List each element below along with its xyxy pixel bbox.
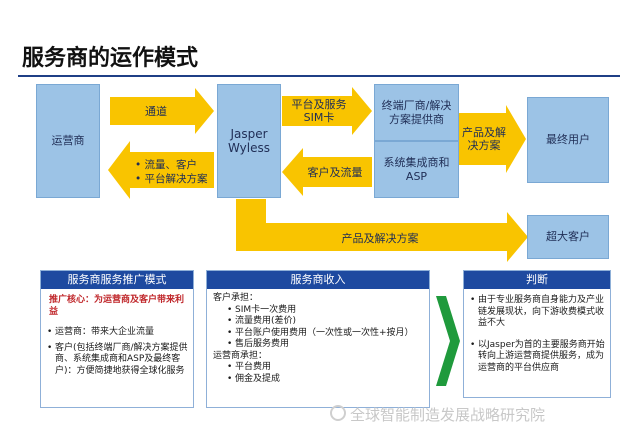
income-operator-label: 运营商承担： — [213, 350, 268, 361]
promotion-item: 客户(包括终端厂商/解决方案提供商、系统集成商和ASP及最终客户)：方便简捷地获… — [47, 343, 189, 378]
arrow-platform-sim — [282, 87, 372, 135]
arrow-product-vertical-label: 产品及解决方案 — [462, 126, 506, 152]
promotion-list: 运营商：带来大企业流量 客户(包括终端厂商/解决方案提供商、系统集成商和ASP及… — [47, 327, 189, 377]
income-customer-item: 平台账户使用费用（一次性或一次性+按月） — [227, 328, 425, 340]
node-big-customer-label: 超大客户 — [546, 230, 590, 243]
node-end-user: 最终用户 — [527, 97, 609, 183]
income-operator-item: 平台费用 — [227, 362, 425, 374]
title-rule — [18, 75, 620, 77]
node-jasper: Jasper Wyless — [217, 84, 281, 198]
promotion-core: 推广核心：为运营商及客户带来利益 — [49, 295, 185, 317]
arrow-traffic-line2: • 平台解决方案 — [135, 173, 208, 185]
chevron-right-icon — [436, 296, 460, 386]
page-title: 服务商的运作模式 — [22, 46, 199, 71]
income-customer-item: 流量费用(差价) — [227, 316, 425, 328]
node-operator: 运营商 — [36, 84, 100, 198]
promotion-item: 运营商：带来大企业流量 — [47, 327, 189, 339]
judgement-item: 以Jasper为首的主要服务商开始转向上游运营商提供服务，成为运营商的平台供应商 — [470, 340, 606, 375]
arrow-customer-traffic-label: 客户及流量 — [307, 165, 363, 179]
arrow-channel — [110, 88, 214, 134]
node-end-user-label: 最终用户 — [546, 133, 590, 146]
arrow-traffic-line1: • 流量、客户 — [135, 159, 198, 171]
arrow-product-vertical — [459, 105, 526, 173]
panel-judgement: 判断 由于专业服务商自身能力及产业链发展现状，向下游收费模式收益不大 以Jasp… — [463, 270, 611, 398]
arrow-channel-label: 通道 — [145, 104, 167, 118]
arrow-product-horizontal — [236, 199, 528, 262]
arrow-customer-traffic — [282, 148, 372, 196]
panel-income-header: 服务商收入 — [207, 271, 429, 289]
arrow-platform-sim-label: 平台及服务SIM卡 — [291, 98, 347, 124]
node-terminal-label: 终端厂商/解决方案提供商 — [381, 98, 452, 126]
panel-promotion: 服务商服务推广模式 推广核心：为运营商及客户带来利益 运营商：带来大企业流量 客… — [40, 270, 194, 408]
arrow-product-horizontal-label: 产品及解决方案 — [341, 231, 419, 245]
judgement-list: 由于专业服务商自身能力及产业链发展现状，向下游收费模式收益不大 以Jasper为… — [470, 295, 606, 374]
income-operator-item: 佣金及提成 — [227, 374, 425, 386]
node-integrator-label: 系统集成商和ASP — [383, 155, 450, 183]
node-integrator: 系统集成商和ASP — [374, 141, 459, 198]
panel-income: 服务商收入 客户承担： SIM卡一次费用 流量费用(差价) 平台账户使用费用（一… — [206, 270, 430, 408]
income-customer-item: 售后服务费用 — [227, 339, 425, 351]
panel-judgement-header: 判断 — [464, 271, 610, 289]
income-customer-item: SIM卡一次费用 — [227, 305, 425, 317]
node-big-customer: 超大客户 — [527, 215, 609, 259]
node-jasper-label: Jasper Wyless — [228, 127, 270, 155]
node-operator-label: 运营商 — [51, 134, 85, 147]
income-body: 客户承担： SIM卡一次费用 流量费用(差价) 平台账户使用费用（一次性或一次性… — [213, 293, 425, 385]
node-terminal: 终端厂商/解决方案提供商 — [374, 84, 459, 141]
arrow-traffic-label: • 流量、客户 • 平台解决方案 — [135, 158, 215, 186]
watermark: 全球智能制造发展战略研究院 — [350, 406, 546, 424]
income-customer-label: 客户承担： — [213, 293, 259, 303]
arrow-traffic — [108, 141, 214, 199]
wechat-icon — [330, 405, 346, 421]
panel-promotion-header: 服务商服务推广模式 — [41, 271, 193, 289]
judgement-item: 由于专业服务商自身能力及产业链发展现状，向下游收费模式收益不大 — [470, 295, 606, 330]
